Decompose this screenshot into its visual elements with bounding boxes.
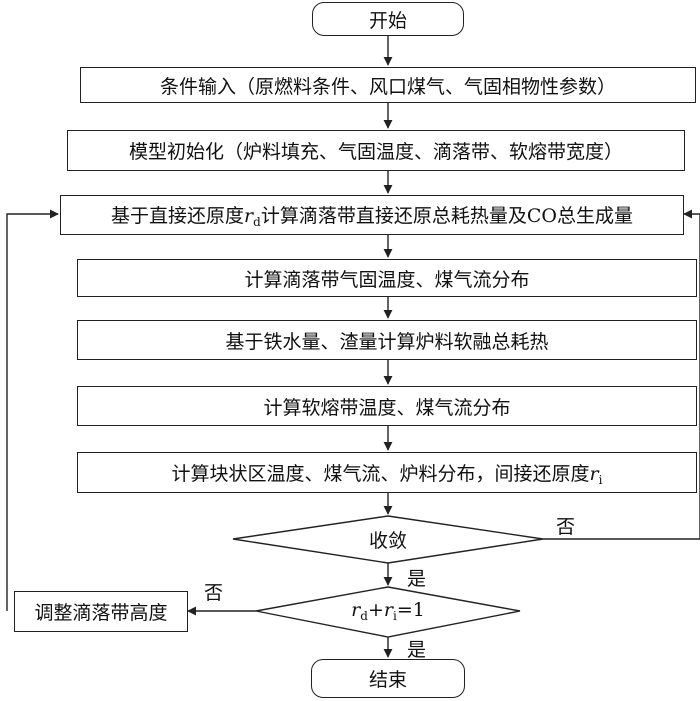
- step5-label: 计算块状区温度、煤气流、炉料分布，间接还原度ri: [171, 462, 603, 487]
- start-node: 开始: [312, 2, 464, 36]
- arrow-converge-no-loop: [543, 209, 700, 540]
- check-diamond: [255, 586, 521, 638]
- step5-lumpy-zone: 计算块状区温度、煤气流、炉料分布，间接还原度ri: [77, 452, 697, 493]
- converge-diamond: [232, 515, 544, 564]
- check-label: rd+ri=1: [351, 599, 425, 623]
- step3-label: 基于铁水量、渣量计算炉料软融总耗热: [225, 330, 549, 353]
- input-step: 条件输入（原燃料条件、风口煤气、气固相物性参数）: [80, 67, 696, 103]
- init-step: 模型初始化（炉料填充、气固温度、滴落带、软熔带宽度）: [67, 130, 685, 171]
- step1-label: 基于直接还原度rd计算滴落带直接还原总耗热量及CO总生成量: [111, 205, 633, 229]
- adjust-step: 调整滴落带高度: [14, 591, 188, 632]
- step4-label: 计算软熔带温度、煤气流分布: [263, 396, 511, 419]
- input-label: 条件输入（原燃料条件、风口煤气、气固相物性参数）: [159, 75, 616, 98]
- end-label: 结束: [368, 669, 407, 691]
- check-yes-label: 是: [407, 639, 427, 661]
- start-label: 开始: [368, 9, 407, 32]
- converge-yes-label: 是: [407, 568, 427, 590]
- step2-label: 计算滴落带气固温度、煤气流分布: [244, 268, 530, 291]
- converge-no-label: 否: [556, 516, 576, 538]
- step3-softening-heat: 基于铁水量、渣量计算炉料软融总耗热: [77, 320, 697, 360]
- step2-dripping-zone: 计算滴落带气固温度、煤气流分布: [77, 259, 697, 297]
- step1-direct-reduction: 基于直接还原度rd计算滴落带直接还原总耗热量及CO总生成量: [60, 195, 684, 235]
- arrow-adjust-loop: [6, 209, 59, 611]
- check-no-label: 否: [204, 582, 224, 604]
- adjust-label: 调整滴落带高度: [34, 602, 168, 624]
- end-node: 结束: [311, 659, 465, 698]
- init-label: 模型初始化（炉料填充、气固温度、滴落带、软熔带宽度）: [128, 141, 623, 163]
- step4-cohesive-zone: 计算软熔带温度、煤气流分布: [77, 386, 697, 426]
- converge-label: 收敛: [368, 529, 407, 552]
